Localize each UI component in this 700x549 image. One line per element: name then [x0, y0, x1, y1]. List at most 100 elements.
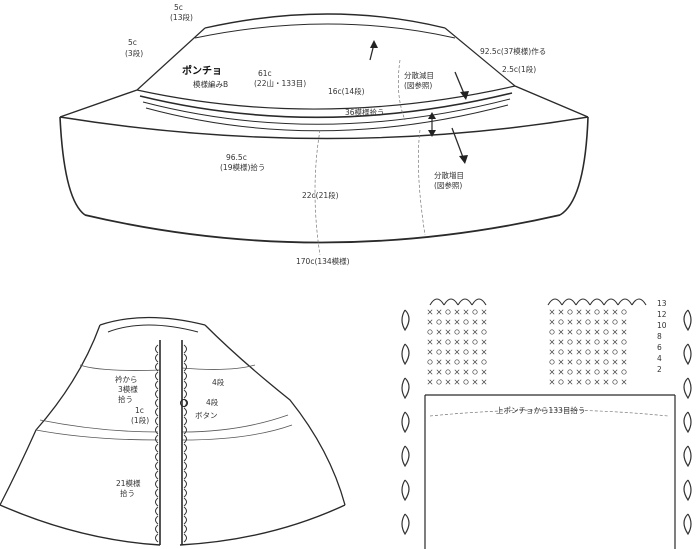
single-crochet-mark	[576, 319, 582, 325]
single-crochet-mark	[472, 319, 478, 325]
single-crochet-mark	[558, 309, 564, 315]
center-guide	[314, 129, 321, 256]
edge-motif	[683, 343, 692, 366]
chart-left-motifs	[401, 309, 410, 536]
single-crochet-mark	[567, 349, 573, 355]
dim-61c: 61c	[258, 69, 272, 78]
front-pick-21: 21模様	[116, 478, 141, 488]
arrow-down-icon	[451, 127, 468, 164]
dim-22c: 22c(21段)	[302, 190, 339, 200]
single-crochet-mark	[576, 379, 582, 385]
front-collar-top	[99, 316, 206, 326]
chart-top-scallops	[429, 298, 647, 306]
single-crochet-mark	[549, 339, 555, 345]
single-crochet-mark	[436, 359, 442, 365]
top-scallop	[631, 298, 647, 306]
stitch-grid-right	[549, 309, 627, 385]
edge-scallops	[155, 344, 187, 543]
arrow-double-icon	[428, 112, 436, 137]
button-icon	[180, 399, 188, 407]
front-band-3l	[39, 419, 159, 433]
scallop-left	[155, 443, 159, 453]
scallop-left	[155, 344, 159, 354]
single-crochet-mark	[427, 339, 433, 345]
chain-stitch-mark	[585, 349, 591, 355]
chart-right-motifs	[683, 309, 692, 536]
edge-motif	[401, 411, 410, 434]
scallop-left	[155, 452, 159, 462]
scallop-right	[183, 371, 187, 381]
chain-stitch-mark	[576, 329, 582, 335]
edge-motif	[683, 309, 692, 332]
single-crochet-mark	[436, 309, 442, 315]
single-crochet-mark	[472, 349, 478, 355]
single-crochet-mark	[472, 359, 478, 365]
top-scallop	[561, 298, 577, 306]
front-dim-1c-rows: (1段)	[131, 415, 149, 425]
guide-right-2	[417, 129, 426, 236]
top-scallop	[471, 298, 487, 306]
dim-5c-3: 5c	[128, 38, 137, 47]
dim-16c: 16c(14段)	[328, 86, 365, 96]
single-crochet-mark	[463, 339, 469, 345]
edge-motif	[683, 377, 692, 400]
scallop-left	[155, 497, 159, 507]
chain-stitch-mark	[567, 369, 573, 375]
single-crochet-mark	[445, 349, 451, 355]
skirt-right-top	[514, 85, 589, 118]
single-crochet-mark	[436, 329, 442, 335]
scallop-right	[183, 452, 187, 462]
skirt-bottom-edge	[84, 214, 561, 244]
single-crochet-mark	[585, 309, 591, 315]
collar-inner-edge	[194, 23, 456, 39]
chart-pickup-guide	[429, 409, 669, 417]
single-crochet-mark	[454, 319, 460, 325]
chart-row-label: 10	[657, 321, 667, 330]
chain-stitch-mark	[463, 349, 469, 355]
scallop-left	[155, 506, 159, 516]
single-crochet-mark	[463, 329, 469, 335]
arrow-up-icon	[369, 40, 378, 61]
single-crochet-mark	[585, 339, 591, 345]
single-crochet-mark	[621, 359, 627, 365]
single-crochet-mark	[558, 339, 564, 345]
chain-stitch-mark	[454, 329, 460, 335]
front-left-side	[0, 324, 101, 506]
chain-stitch-mark	[481, 329, 487, 335]
chain-stitch-mark	[594, 369, 600, 375]
scallop-left	[155, 515, 159, 525]
stitch-grid-left	[427, 309, 487, 385]
single-crochet-mark	[481, 369, 487, 375]
front-bottom-left	[0, 504, 161, 546]
dim-36: 36模様拾う	[345, 107, 385, 117]
dim-5c-3-rows: (3段)	[125, 48, 143, 58]
single-crochet-mark	[472, 379, 478, 385]
scallop-left	[155, 389, 159, 399]
chain-stitch-mark	[576, 359, 582, 365]
single-crochet-mark	[427, 349, 433, 355]
edge-motif	[683, 411, 692, 434]
single-crochet-mark	[576, 339, 582, 345]
scallop-right	[183, 497, 187, 507]
chain-stitch-mark	[603, 359, 609, 365]
edge-motif	[683, 445, 692, 468]
single-crochet-mark	[594, 359, 600, 365]
scallop-right	[183, 443, 187, 453]
dim-170: 170c(134模様)	[296, 256, 350, 266]
chain-stitch-mark	[436, 319, 442, 325]
collar-right-edge	[444, 27, 516, 87]
scallop-left	[155, 524, 159, 534]
front-band-1r	[181, 364, 256, 370]
chain-stitch-mark	[612, 349, 618, 355]
single-crochet-mark	[594, 329, 600, 335]
chart-row-label: 6	[657, 343, 662, 352]
chart-row-label: 12	[657, 310, 667, 319]
dec-2-ref: (図参照)	[434, 180, 462, 190]
chain-stitch-mark	[558, 349, 564, 355]
scallop-left	[155, 488, 159, 498]
single-crochet-mark	[594, 379, 600, 385]
skirt-left-side	[59, 116, 86, 216]
scallop-right	[183, 416, 187, 426]
scallop-left	[155, 416, 159, 426]
scallop-right	[183, 479, 187, 489]
